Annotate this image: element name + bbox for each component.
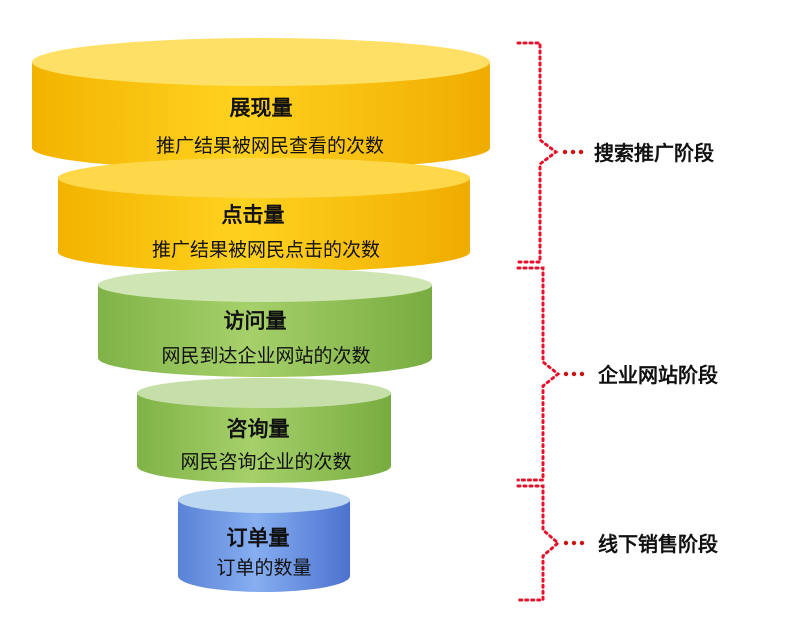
funnel-level-visits: 访问量 网民到达企业网站的次数	[98, 268, 432, 377]
stage-label-website: 企业网站阶段	[597, 363, 718, 387]
inquiries-title: 咨询量	[227, 417, 290, 441]
visits-desc: 网民到达企业网站的次数	[161, 345, 370, 367]
impressions-desc: 推广结果被网民查看的次数	[156, 135, 384, 157]
bracket-offline	[516, 484, 561, 602]
clicks-desc: 推广结果被网民点击的次数	[152, 239, 380, 261]
stage-label-search: 搜索推广阶段	[594, 141, 714, 165]
stage-label-offline: 线下销售阶段	[598, 532, 718, 556]
clicks-title: 点击量	[222, 203, 285, 227]
bracket-website	[516, 266, 561, 482]
connector-dots	[562, 149, 585, 546]
inquiries-desc: 网民咨询企业的次数	[180, 451, 351, 473]
bracket-search	[516, 41, 559, 264]
funnel-level-clicks: 点击量 推广结果被网民点击的次数	[58, 158, 470, 272]
visits-title: 访问量	[224, 309, 287, 333]
funnel-level-orders: 订单量 订单的数量	[178, 487, 350, 592]
orders-desc: 订单的数量	[216, 557, 311, 579]
funnel-level-impressions: 展现量 推广结果被网民查看的次数	[32, 38, 490, 170]
stage-brackets	[516, 41, 561, 602]
orders-title: 订单量	[227, 526, 290, 550]
impressions-title: 展现量	[230, 96, 293, 120]
funnel-level-inquiries: 咨询量 网民咨询企业的次数	[137, 378, 391, 483]
